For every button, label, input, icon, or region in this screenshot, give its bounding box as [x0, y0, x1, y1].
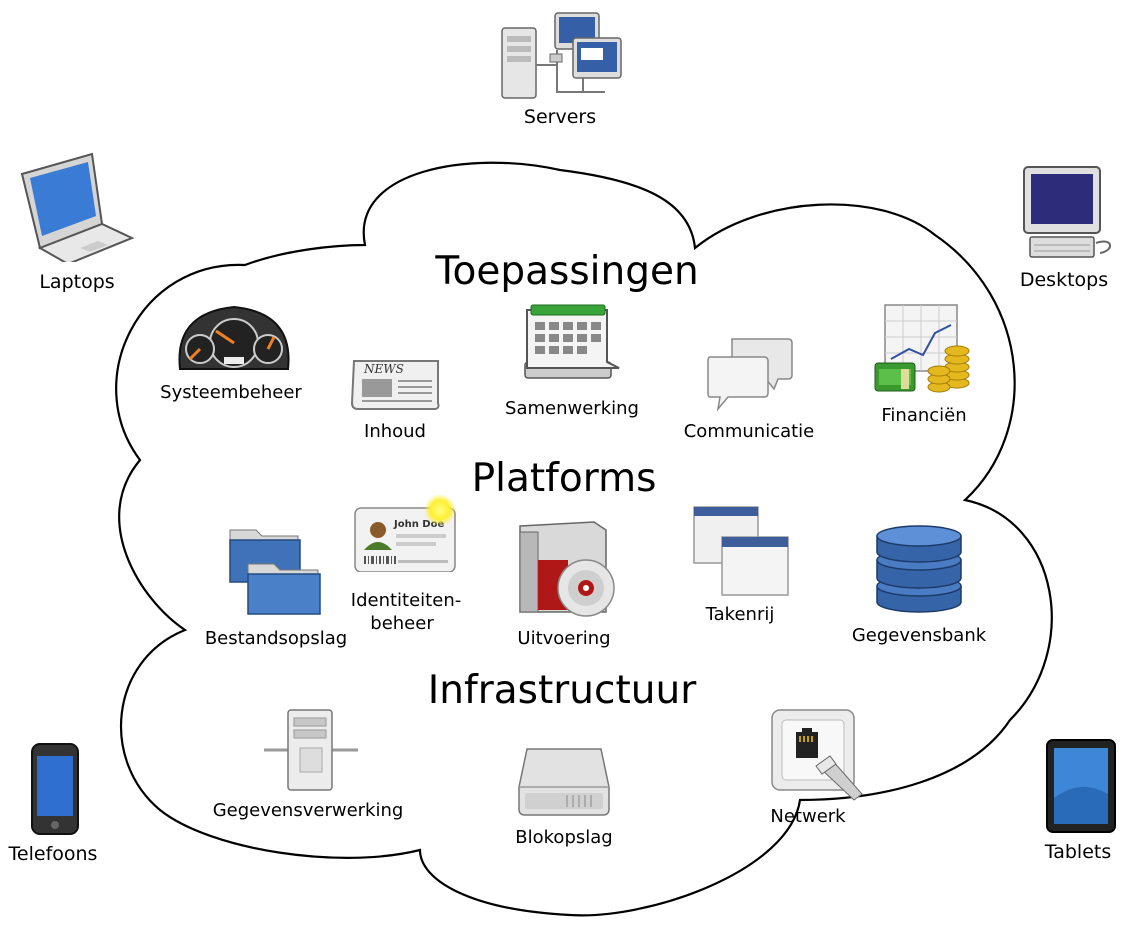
- newspaper-masthead: NEWS: [363, 362, 404, 376]
- netwerk-label: Netwerk: [770, 806, 846, 827]
- applications-heading: Toepassingen: [435, 249, 699, 294]
- id-card-name: John Doe: [393, 519, 444, 530]
- uitvoering-label: Uitvoering: [517, 628, 611, 649]
- desktops-label: Desktops: [1019, 269, 1109, 291]
- network-port-icon: [771, 709, 863, 801]
- laptop-icon: [20, 152, 135, 262]
- servers-icon: [501, 12, 622, 99]
- communicatie-label: Communicatie: [683, 421, 815, 442]
- systeembeheer-label: Systeembeheer: [160, 382, 302, 403]
- identiteitenbeheer-label-2: beheer: [370, 613, 434, 634]
- software-package-icon: [519, 521, 615, 617]
- takenrij-label: Takenrij: [705, 604, 775, 625]
- laptops-label: Laptops: [39, 271, 115, 293]
- hard-drive-icon: [518, 748, 610, 816]
- database-icon: [876, 525, 962, 613]
- newspaper-icon: NEWS: [350, 360, 440, 410]
- tablet-icon: [1046, 739, 1116, 833]
- blokopslag-label: Blokopslag: [515, 827, 613, 848]
- id-card-icon: John Doe: [354, 494, 456, 572]
- inhoud-label: Inhoud: [364, 421, 426, 442]
- desktop-icon: [1023, 166, 1111, 258]
- financien-label: Financiën: [881, 405, 967, 426]
- samenwerking-label: Samenwerking: [505, 398, 639, 419]
- calendar-icon: [524, 304, 620, 379]
- servers-label: Servers: [523, 106, 597, 128]
- chat-bubbles-icon: [707, 338, 793, 412]
- platforms-heading: Platforms: [471, 456, 657, 501]
- phone-icon: [31, 743, 79, 835]
- folders-icon: [229, 529, 321, 615]
- finance-icon: [874, 304, 970, 393]
- queue-windows-icon: [693, 506, 789, 596]
- phones-label: Telefoons: [8, 843, 98, 865]
- tablets-label: Tablets: [1044, 841, 1112, 863]
- infrastructure-heading: Infrastructuur: [427, 668, 697, 713]
- identiteitenbeheer-label-1: Identiteiten-: [350, 590, 462, 611]
- compute-server-icon: [264, 709, 358, 791]
- dashboard-icon: [178, 305, 290, 370]
- gegevensbank-label: Gegevensbank: [851, 625, 987, 646]
- bestandsopslag-label: Bestandsopslag: [204, 628, 348, 649]
- gegevensverwerking-label: Gegevensverwerking: [212, 800, 404, 821]
